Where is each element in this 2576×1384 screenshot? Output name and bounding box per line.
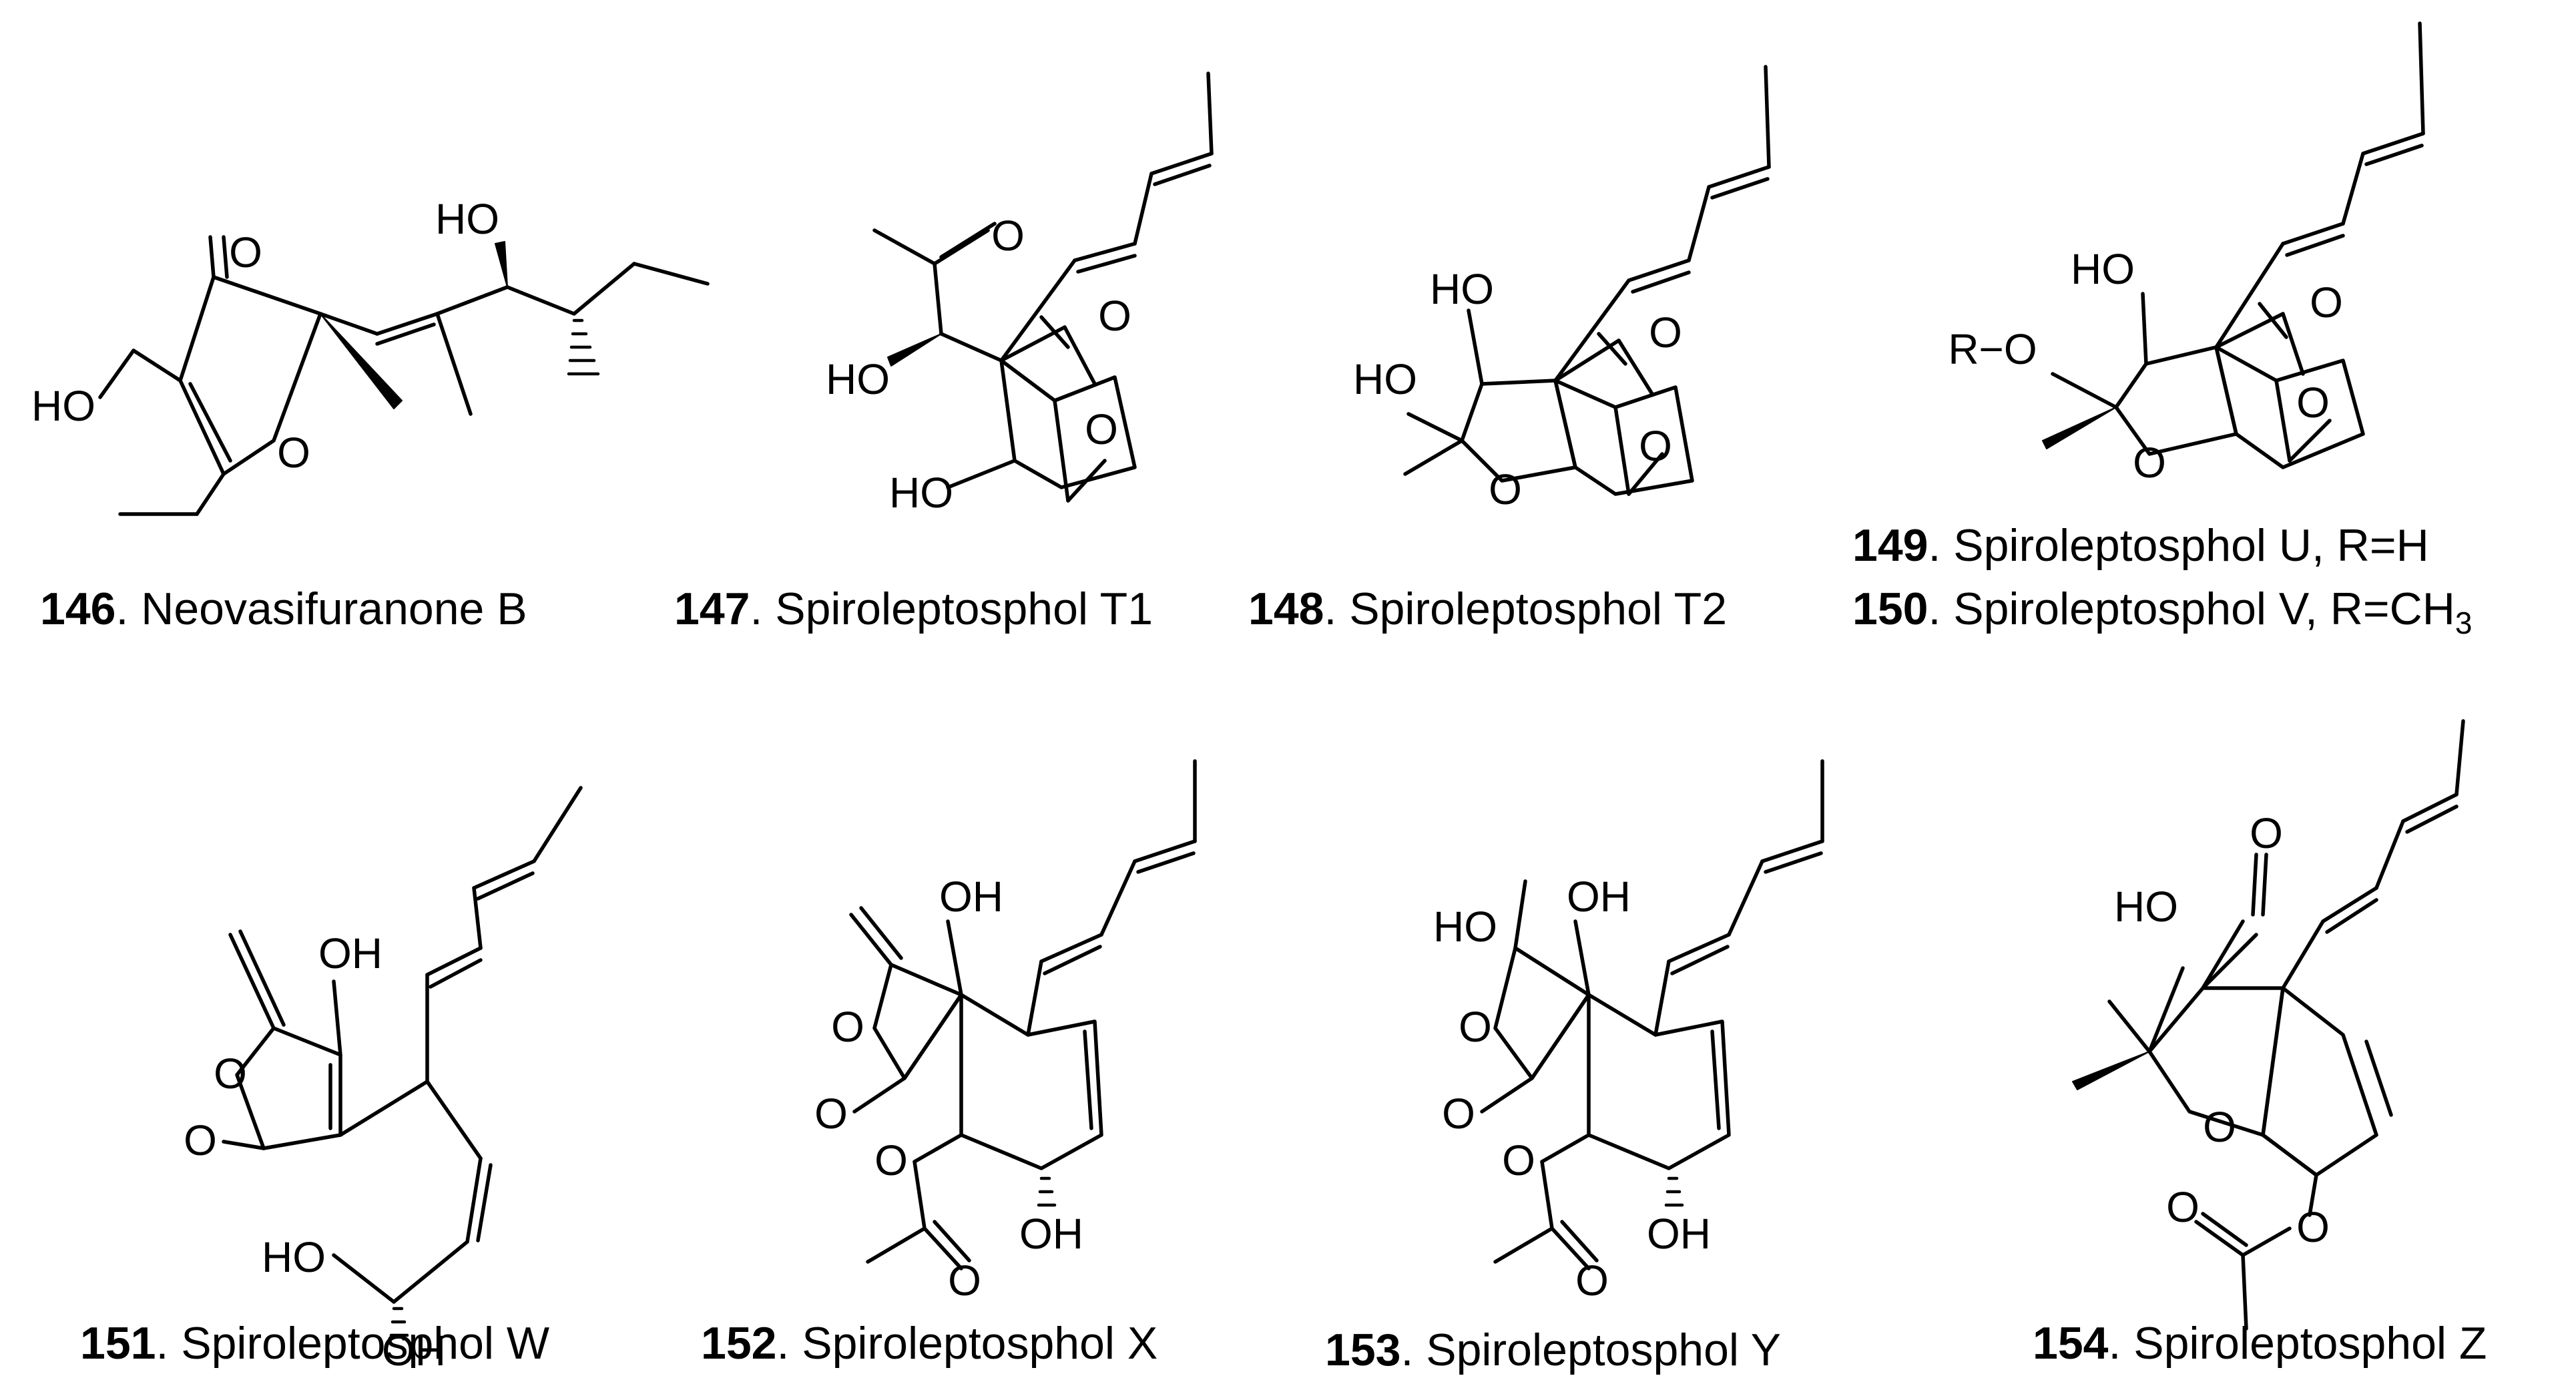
structure-148: HO HO O O O 148. Spiroleptosphol T2 [1248,65,1771,634]
atom-label: HO [1353,355,1417,403]
atom-label: OH [382,1327,446,1375]
atom-label: O [2296,379,2330,427]
structure-151: OH O O HO OH 151. Spiroleptosphol W [80,786,583,1375]
atom-label: O [991,212,1025,260]
atom-label: O [1639,422,1672,470]
atom-label: O [214,1050,247,1098]
atom-label: O [2296,1203,2330,1251]
structure-147: O HO HO O O 147. Spiroleptosphol T1 [674,71,1214,634]
atom-label: HO [826,355,890,403]
atom-label: OH [318,929,382,977]
compound-caption: 148. Spiroleptosphol T2 [1248,584,1727,634]
compound-caption: 152. Spiroleptosphol X [701,1318,1157,1369]
atom-label: O [831,1003,864,1051]
compound-caption: 149. Spiroleptosphol U, R=H [1852,520,2429,571]
atom-label: OH [1019,1210,1083,1258]
compound-caption: 147. Spiroleptosphol T1 [674,584,1153,634]
atom-label: OH [1647,1210,1711,1258]
atom-label: O [2310,278,2343,326]
compound-caption: 150. Spiroleptosphol V, R=CH3 [1852,584,2472,640]
atom-label: O [2166,1183,2200,1231]
compound-caption: 151. Spiroleptosphol W [80,1318,549,1369]
atom-label: O [1085,405,1118,453]
atom-label: HO [435,195,499,243]
atom-label: O [814,1090,848,1138]
atom-label: HO [1430,265,1494,313]
atom-label: HO [31,382,95,430]
atom-label: OH [939,873,1003,921]
atom-label: O [2203,1103,2236,1151]
compound-caption: 146. Neovasifuranone B [40,584,527,634]
atom-label: O [184,1116,217,1164]
atom-label: O [1649,308,1682,357]
compound-caption: 153. Spiroleptosphol Y [1325,1325,1781,1375]
atom-label: OH [1567,873,1631,921]
atom-label: O [1502,1136,1535,1184]
structure-154: O HO O O O 154. Spiroleptosphol Z [2033,719,2487,1369]
atom-label: O [1442,1090,1475,1138]
structure-149-150: HO R−O O O O 149. Spiroleptosphol U, R=H… [1852,21,2472,640]
atom-label: O [1575,1256,1609,1305]
atom-label: O [2250,809,2283,857]
atom-label: O [874,1136,908,1184]
atom-label: O [229,228,262,276]
atom-label: O [1489,465,1522,513]
atom-label: HO [1433,903,1497,951]
atom-label: HO [889,469,953,517]
structure-152: OH O O O O OH 152. Spiroleptosphol X [701,759,1197,1369]
atom-label: HO [262,1233,326,1281]
atom-label: O [2133,439,2166,487]
compound-caption: 154. Spiroleptosphol Z [2033,1318,2487,1369]
atom-label: O [1098,292,1131,340]
structure-153: HO OH O O O O OH 153. Spiroleptosphol Y [1325,759,1824,1375]
atom-label: HO [2114,883,2178,931]
atom-label: HO [2071,245,2135,293]
atom-label: R−O [1948,325,2037,373]
atom-label: O [277,429,310,477]
structure-146: O HO O HO 146. Neovasifuranone B [31,195,710,634]
atom-label: O [1459,1003,1492,1051]
atom-label: O [948,1256,981,1305]
